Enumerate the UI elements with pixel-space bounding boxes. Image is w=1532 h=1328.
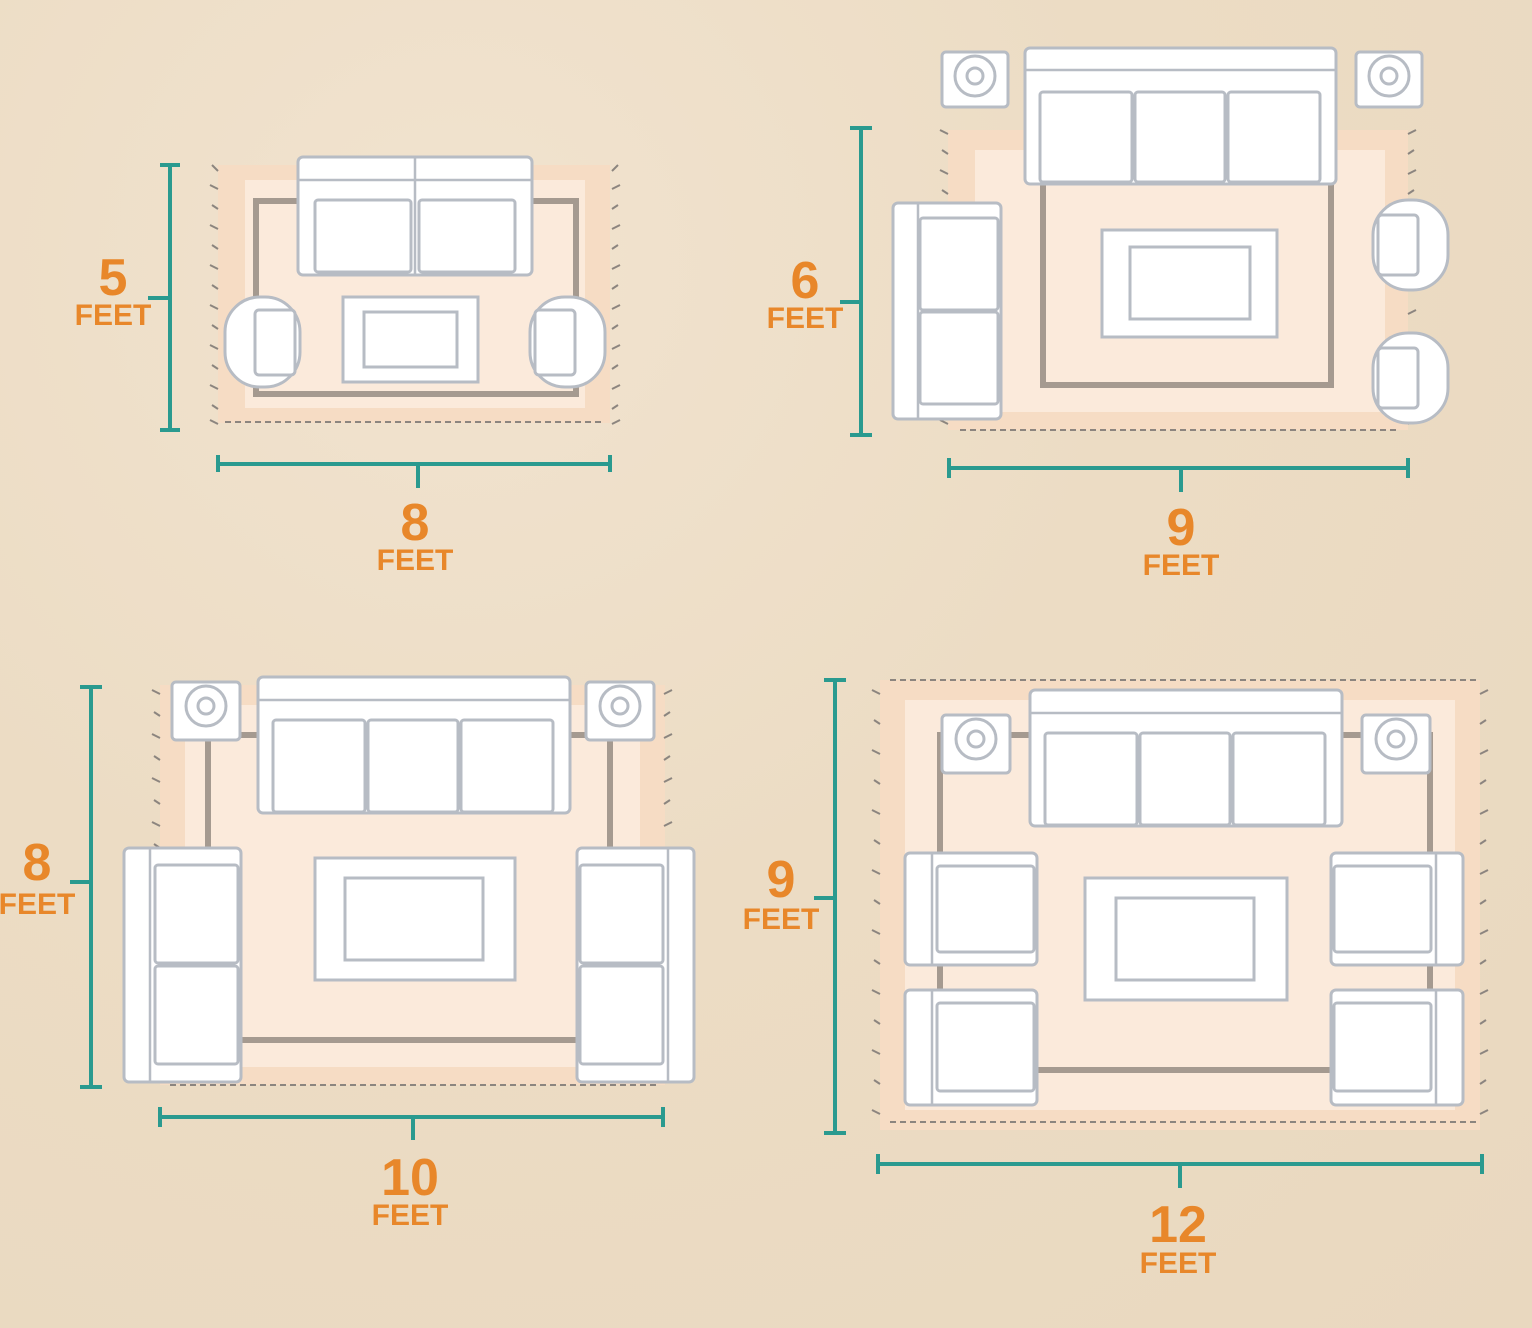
width-dimension: 8 FEET <box>216 455 612 577</box>
layout-rug-6x9: 6 FEET 9 FEET <box>767 46 1450 582</box>
end-table-right <box>1360 713 1432 775</box>
end-table-left <box>940 50 1010 109</box>
layout-rug-9x12: 9 FEET 12 FEET <box>743 678 1489 1280</box>
width-unit: FEET <box>377 544 454 577</box>
width-dimension: 12 FEET <box>876 1154 1484 1280</box>
armchair-right-top <box>1329 851 1465 967</box>
rug-fringe <box>871 679 1489 1123</box>
width-value: 12 <box>1149 1196 1207 1254</box>
rug-fringe <box>209 164 621 425</box>
height-unit: FEET <box>767 302 844 335</box>
height-unit: FEET <box>743 903 820 936</box>
height-unit: FEET <box>75 299 152 332</box>
height-dimension: 9 FEET <box>743 678 846 1135</box>
width-value: 9 <box>1167 499 1196 557</box>
loveseat-left <box>122 846 243 1084</box>
width-dimension: 10 FEET <box>158 1107 665 1232</box>
armchair-left-top <box>903 851 1039 967</box>
rug-fringe <box>151 689 673 1086</box>
coffee-table <box>1100 228 1279 339</box>
end-table-right <box>1354 50 1424 109</box>
sofa <box>1028 688 1344 828</box>
loveseat-right <box>575 846 696 1084</box>
width-dimension: 9 FEET <box>947 458 1410 582</box>
armchair-right <box>528 295 607 389</box>
end-table-left <box>170 680 242 742</box>
width-unit: FEET <box>1140 1247 1217 1280</box>
height-value: 6 <box>791 252 820 310</box>
layout-rug-5x8: 5 FEET 8 FEET <box>75 155 621 577</box>
armchair-left <box>223 295 302 389</box>
width-unit: FEET <box>372 1199 449 1232</box>
height-dimension: 6 FEET <box>767 126 872 437</box>
loveseat-left <box>891 201 1003 421</box>
width-value: 10 <box>381 1149 439 1207</box>
layout-rug-8x10: 8 FEET 10 FEET <box>0 675 696 1232</box>
end-table-right <box>584 680 656 742</box>
armchair-right-top <box>1371 198 1450 292</box>
coffee-table <box>1083 876 1289 1002</box>
height-value: 5 <box>99 249 128 307</box>
width-unit: FEET <box>1143 549 1220 582</box>
coffee-table <box>341 295 480 384</box>
armchair-left-bottom <box>903 988 1039 1107</box>
height-unit: FEET <box>0 888 75 921</box>
coffee-table <box>313 856 517 982</box>
end-table-left <box>940 713 1012 775</box>
sofa <box>1023 46 1338 186</box>
height-value: 9 <box>767 851 796 909</box>
armchair-right-bottom <box>1329 988 1465 1107</box>
sofa <box>256 675 572 815</box>
height-dimension: 5 FEET <box>75 163 180 432</box>
height-dimension: 8 FEET <box>0 685 102 1089</box>
height-value: 8 <box>23 834 52 892</box>
loveseat <box>296 155 534 277</box>
width-value: 8 <box>401 494 430 552</box>
armchair-right-bottom <box>1371 331 1450 425</box>
